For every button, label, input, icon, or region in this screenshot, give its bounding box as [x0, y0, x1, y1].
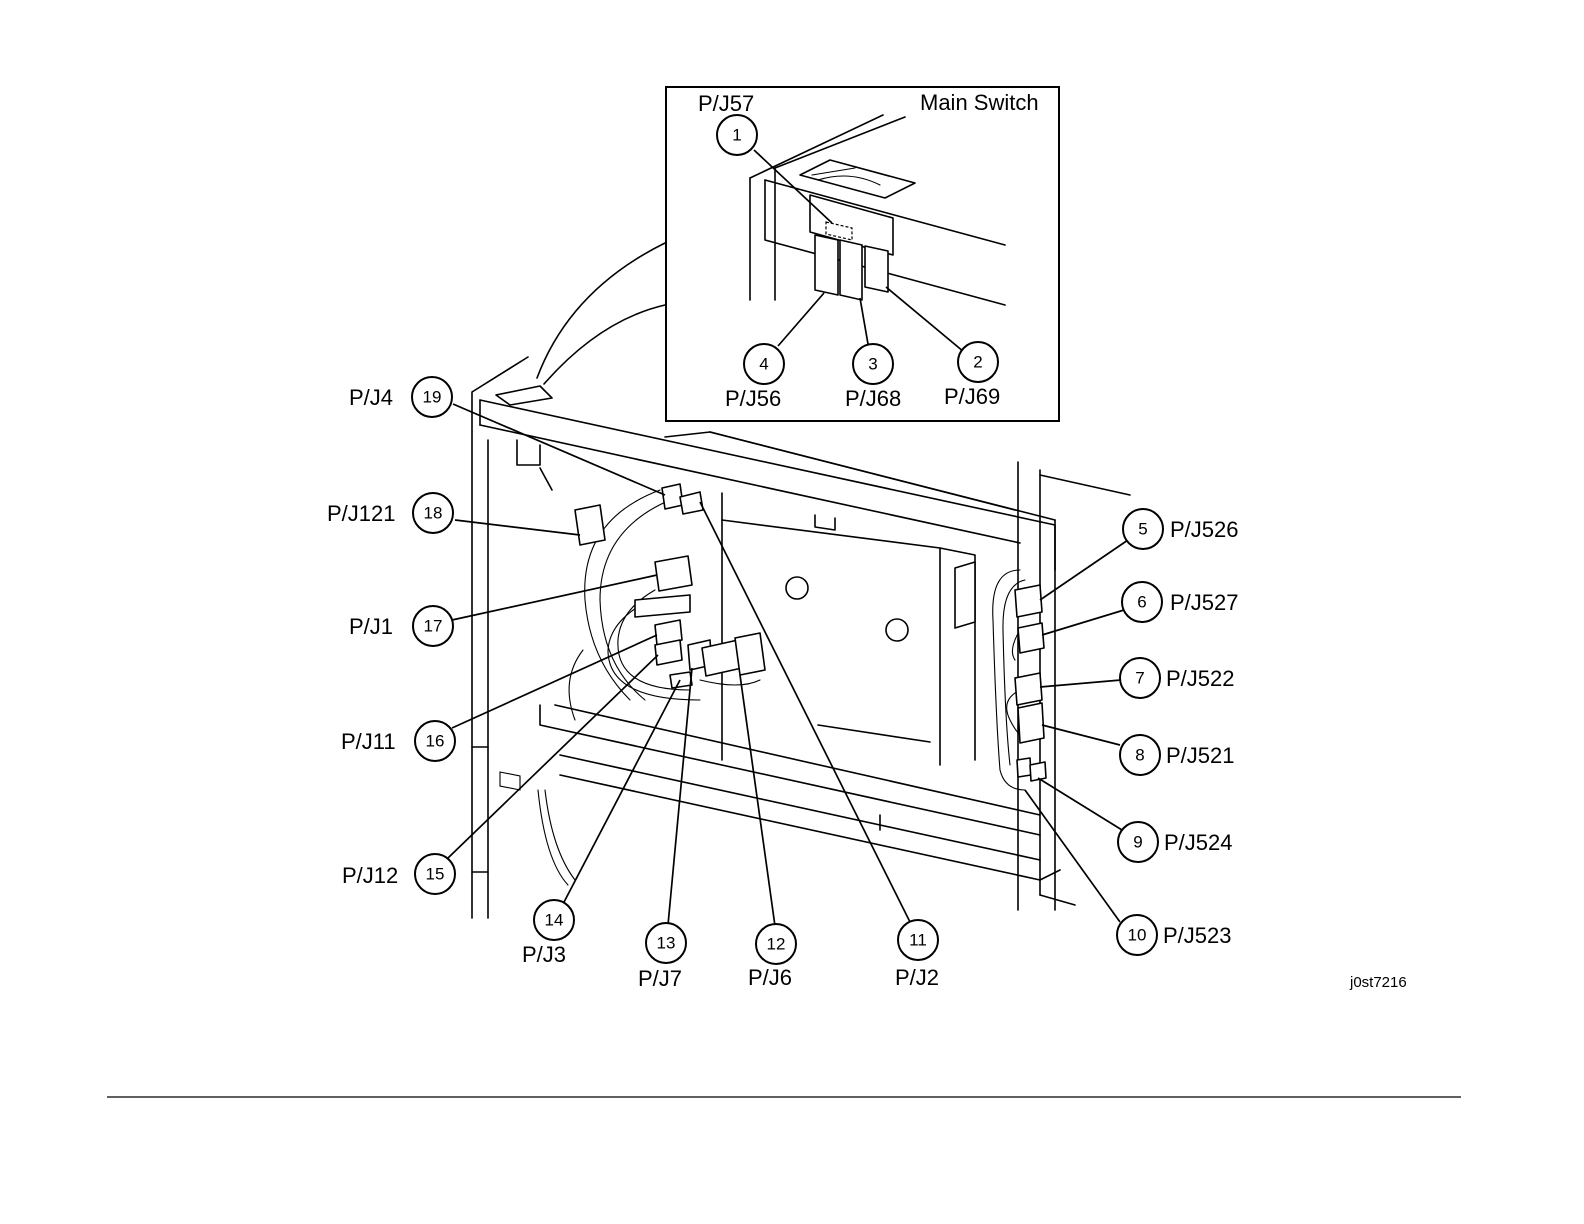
callout-number: 18 — [424, 504, 443, 523]
connector-label: P/J1 — [349, 614, 393, 639]
connector-label: P/J4 — [349, 385, 393, 410]
callout-number: 11 — [909, 931, 927, 950]
callout-number: 16 — [426, 732, 445, 751]
callout-number: 19 — [423, 388, 442, 407]
callout-number: 17 — [424, 617, 443, 636]
inset-pointer — [537, 243, 665, 384]
connector-label: P/J522 — [1166, 666, 1235, 691]
callout-number: 10 — [1128, 926, 1147, 945]
connector-label: P/J12 — [342, 863, 398, 888]
connector-label: P/J2 — [895, 965, 939, 990]
connector-label: P/J69 — [944, 384, 1000, 409]
connector-label: P/J11 — [341, 729, 396, 754]
callout-number: 2 — [973, 353, 982, 372]
callout-number: 15 — [426, 865, 445, 884]
callout-number: 1 — [732, 126, 741, 145]
connector-label: P/J121 — [327, 501, 396, 526]
callout-number: 14 — [545, 911, 564, 930]
connector-label: P/J524 — [1164, 830, 1233, 855]
inset-title: Main Switch — [920, 90, 1039, 115]
connector-label: P/J527 — [1170, 590, 1239, 615]
connector-label: P/J7 — [638, 966, 682, 991]
callout-number: 4 — [759, 355, 768, 374]
connector-label: P/J57 — [698, 91, 754, 116]
connector-label: P/J521 — [1166, 743, 1235, 768]
callout-number: 5 — [1138, 520, 1147, 539]
connector-label: P/J6 — [748, 965, 792, 990]
connector-label: P/J3 — [522, 942, 566, 967]
wire-harness-drawing — [569, 490, 1030, 790]
callout-number: 8 — [1135, 746, 1144, 765]
callout-number: 13 — [657, 934, 676, 953]
callout-number: 3 — [868, 355, 877, 374]
callout-number: 9 — [1133, 833, 1142, 852]
connector-label: P/J523 — [1163, 923, 1232, 948]
callout-number: 7 — [1135, 669, 1144, 688]
connector-label: P/J526 — [1170, 517, 1239, 542]
connector-label: P/J56 — [725, 386, 781, 411]
callout-number: 6 — [1137, 593, 1146, 612]
connector-label: P/J68 — [845, 386, 901, 411]
figure-id: j0st7216 — [1349, 974, 1407, 991]
callout-number: 12 — [767, 935, 786, 954]
